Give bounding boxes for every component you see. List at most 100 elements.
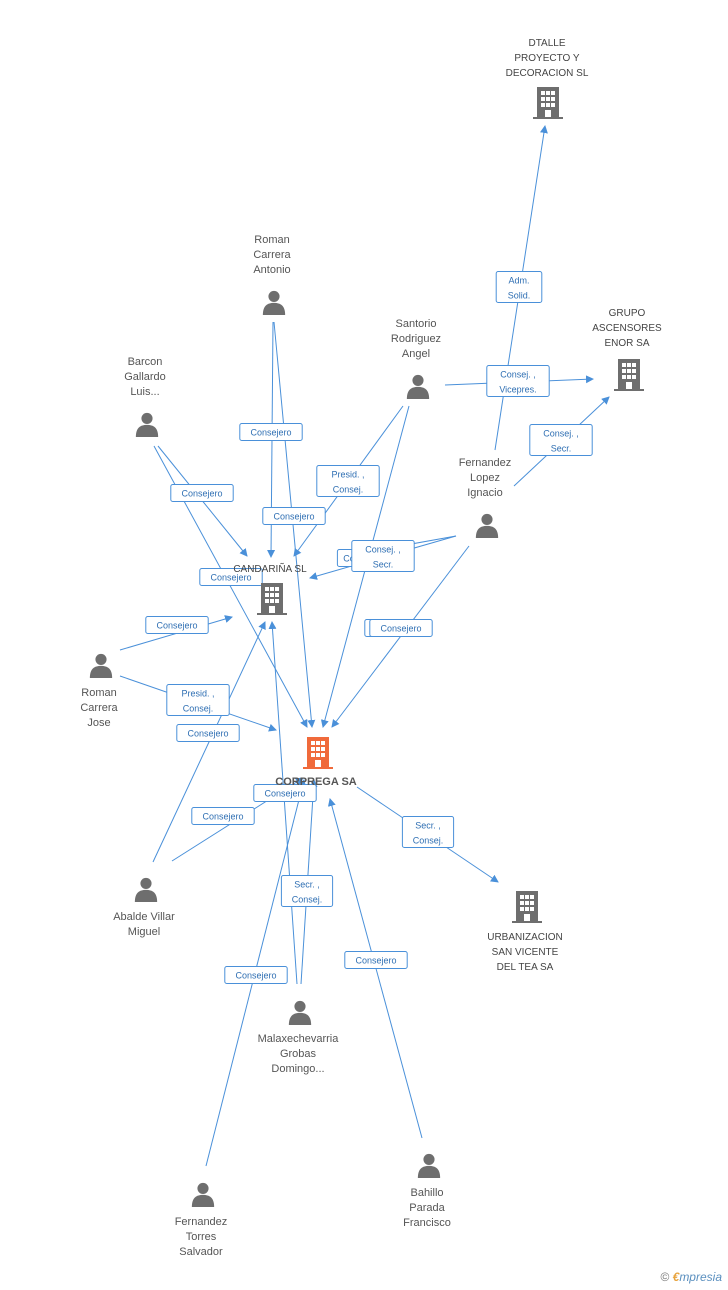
edge-label-text: Consejero bbox=[380, 624, 421, 634]
edge-label-text: Consejero bbox=[156, 621, 197, 631]
node-label: Santorio bbox=[396, 318, 437, 330]
edge-label[interactable]: Consej. ,Vicepres. bbox=[486, 365, 550, 397]
edge-label[interactable]: Consejero bbox=[170, 484, 234, 502]
node-label: Rodriguez bbox=[391, 333, 441, 345]
edge-label[interactable]: Consej. ,Secr. bbox=[351, 540, 415, 572]
node-label: Roman bbox=[254, 234, 289, 246]
building-icon bbox=[512, 891, 542, 923]
person-icon bbox=[288, 1000, 312, 1025]
edge-label-text: Consej. bbox=[413, 836, 444, 846]
node-label: Domingo... bbox=[271, 1063, 324, 1075]
edge-label[interactable]: Adm.Solid. bbox=[495, 271, 543, 303]
edge-label[interactable]: Consej. , Secr. bbox=[529, 424, 593, 456]
node-label: Francisco bbox=[403, 1217, 451, 1229]
node-label: Jose bbox=[87, 717, 110, 729]
edge-label[interactable]: Consejero bbox=[344, 951, 408, 969]
node-label: Luis... bbox=[130, 386, 159, 398]
edge-label-text: Secr. , bbox=[415, 821, 441, 831]
edge-label[interactable]: Secr. , Consej. bbox=[280, 875, 334, 907]
edge-label-text: Consejero bbox=[187, 729, 228, 739]
edge-label-text: Consejero bbox=[202, 812, 243, 822]
node-label: Lopez bbox=[470, 472, 500, 484]
edge-label[interactable]: Consejero bbox=[224, 966, 288, 984]
edge-label[interactable]: Secr. , Consej. bbox=[401, 816, 455, 848]
node-label: DTALLE bbox=[528, 38, 565, 49]
node-label: Barcon bbox=[128, 356, 163, 368]
edge-label-text: Consej. bbox=[333, 485, 364, 495]
node-label: Torres bbox=[186, 1231, 217, 1243]
brand-e: € bbox=[672, 1270, 680, 1284]
node-label: Grobas bbox=[280, 1048, 317, 1060]
edge-label[interactable]: Consejero bbox=[145, 616, 209, 634]
edge-label-text: Consejero bbox=[210, 573, 251, 583]
node-label: Gallardo bbox=[124, 371, 166, 383]
edge-label[interactable]: Consejero bbox=[369, 619, 433, 637]
edge-label-text: Secr. bbox=[373, 560, 394, 570]
edge-label-text: Consej. bbox=[183, 704, 214, 714]
node-label: Carrera bbox=[80, 702, 118, 714]
edge-label-text: Consej. , bbox=[543, 429, 579, 439]
edge-label-text: Consej. , bbox=[500, 370, 536, 380]
node-malaxe[interactable]: MalaxechevarriaGrobasDomingo... bbox=[258, 1000, 340, 1075]
brand-text: mpresia bbox=[679, 1270, 722, 1284]
building-icon bbox=[614, 359, 644, 391]
edge-label-text: Presid. , bbox=[331, 470, 364, 480]
node-label: URBANIZACION bbox=[487, 932, 563, 943]
node-label: Ignacio bbox=[467, 487, 502, 499]
node-label: Carrera bbox=[253, 249, 291, 261]
empresia-logo: © €mpresia bbox=[660, 1270, 722, 1284]
node-label: Abalde Villar bbox=[113, 911, 175, 923]
edge-label-text: Secr. bbox=[551, 444, 572, 454]
edge-label-text: Consejero bbox=[355, 956, 396, 966]
edge-label-text: Presid. , bbox=[181, 689, 214, 699]
node-label: Salvador bbox=[179, 1246, 223, 1258]
focus-building-icon bbox=[303, 737, 333, 769]
edge-labels-layer: Adm.Solid.Consej. ,Vicepres.Consej. ,Sec… bbox=[145, 271, 593, 984]
node-label: ENOR SA bbox=[604, 338, 649, 349]
edge-label-text: Consejero bbox=[250, 428, 291, 438]
person-icon bbox=[262, 290, 286, 315]
copyright-symbol: © bbox=[660, 1270, 670, 1284]
node-label: Malaxechevarria bbox=[258, 1033, 340, 1045]
person-icon bbox=[417, 1153, 441, 1178]
person-icon bbox=[191, 1182, 215, 1207]
node-label: Miguel bbox=[128, 926, 160, 938]
edge-label-text: Consej. bbox=[292, 895, 323, 905]
edge-label[interactable]: Consejero bbox=[199, 568, 263, 586]
node-label: DEL TEA SA bbox=[497, 962, 554, 973]
edge-label[interactable]: Consejero bbox=[253, 784, 317, 802]
edge-label[interactable]: Presid. , Consej. bbox=[316, 465, 380, 497]
edge-label[interactable]: Presid. , Consej. bbox=[166, 684, 230, 716]
node-label: ASCENSORES bbox=[592, 323, 662, 334]
node-barcon[interactable]: BarconGallardoLuis... bbox=[124, 356, 166, 437]
node-label: Fernandez bbox=[175, 1216, 228, 1228]
edge-label[interactable]: Consejero bbox=[262, 507, 326, 525]
edge-label[interactable]: Consejero bbox=[239, 423, 303, 441]
edge-label-text: Adm. bbox=[508, 276, 529, 286]
building-icon bbox=[533, 87, 563, 119]
person-icon bbox=[406, 374, 430, 399]
node-label: Roman bbox=[81, 687, 116, 699]
edge-label-text: Consejero bbox=[264, 789, 305, 799]
edge-label[interactable]: Consejero bbox=[176, 724, 240, 742]
building-icon bbox=[257, 583, 287, 615]
edge-label[interactable]: Consejero bbox=[191, 807, 255, 825]
node-label: Bahillo bbox=[410, 1187, 443, 1199]
edge-label-text: Secr. , bbox=[294, 880, 320, 890]
edge-label-text: Consejero bbox=[235, 971, 276, 981]
node-candarina[interactable]: CANDARIÑA SL bbox=[233, 562, 307, 615]
node-label: Parada bbox=[409, 1202, 445, 1214]
node-corprega[interactable]: CORPREGA SA bbox=[275, 737, 357, 788]
